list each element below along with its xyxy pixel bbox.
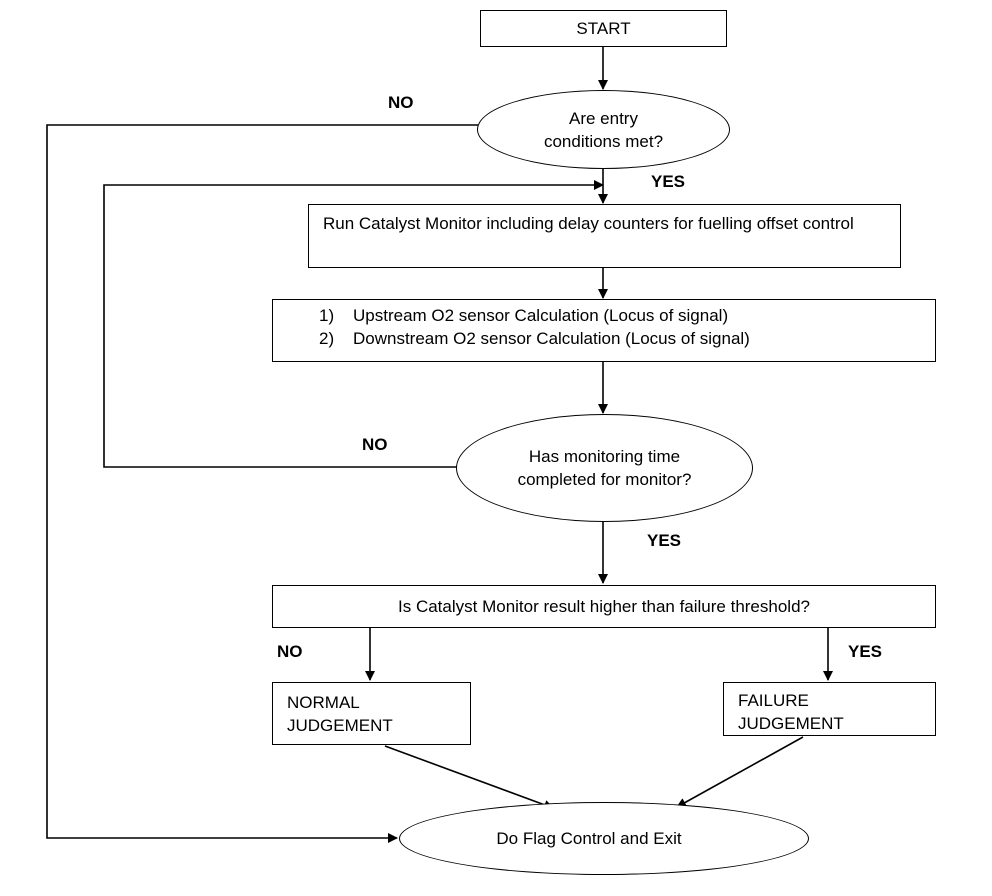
- arrow-normal-to-exit: [384, 745, 554, 810]
- failure-judgement-box: FAILURE JUDGEMENT: [723, 682, 936, 736]
- normal-judgement-box: NORMAL JUDGEMENT: [272, 682, 471, 745]
- arrow-failure-to-exit: [676, 736, 804, 808]
- calc-item-text: Upstream O2 sensor Calculation (Locus of…: [353, 306, 729, 325]
- calc-item-text: Downstream O2 sensor Calculation (Locus …: [353, 329, 750, 348]
- calc-item-2: 2) Downstream O2 sensor Calculation (Loc…: [319, 327, 935, 350]
- run-catalyst-monitor-box: Run Catalyst Monitor including delay cou…: [308, 204, 901, 268]
- arrow-entry-no: [46, 124, 478, 843]
- entry-conditions-text: Are entry conditions met?: [543, 108, 664, 151]
- start-node: START: [480, 10, 727, 47]
- threshold-yes-label: YES: [848, 642, 883, 661]
- time-no-label: NO: [362, 435, 388, 454]
- run-catalyst-monitor-text: Run Catalyst Monitor including delay cou…: [323, 214, 854, 233]
- threshold-no-label: NO: [277, 642, 303, 661]
- calc-item-1: 1) Upstream O2 sensor Calculation (Locus…: [319, 304, 935, 327]
- flag-control-exit-node: Do Flag Control and Exit: [399, 802, 809, 875]
- monitoring-time-decision: Has monitoring time completed for monito…: [456, 414, 753, 522]
- failure-judgement-text: FAILURE JUDGEMENT: [738, 691, 844, 733]
- normal-judgement-text: NORMAL JUDGEMENT: [287, 693, 393, 735]
- entry-conditions-decision: Are entry conditions met?: [477, 90, 730, 169]
- time-yes-label: YES: [647, 531, 682, 550]
- arrow-time-no-loop: [103, 180, 604, 468]
- calc-item-number: 2): [319, 329, 335, 348]
- entry-no-label: NO: [388, 93, 414, 112]
- sensor-calculations-box: 1) Upstream O2 sensor Calculation (Locus…: [272, 299, 936, 362]
- entry-yes-label: YES: [651, 172, 686, 191]
- failure-threshold-box: Is Catalyst Monitor result higher than f…: [272, 585, 936, 628]
- calc-item-number: 1): [319, 306, 335, 325]
- monitoring-time-text: Has monitoring time completed for monito…: [517, 447, 692, 489]
